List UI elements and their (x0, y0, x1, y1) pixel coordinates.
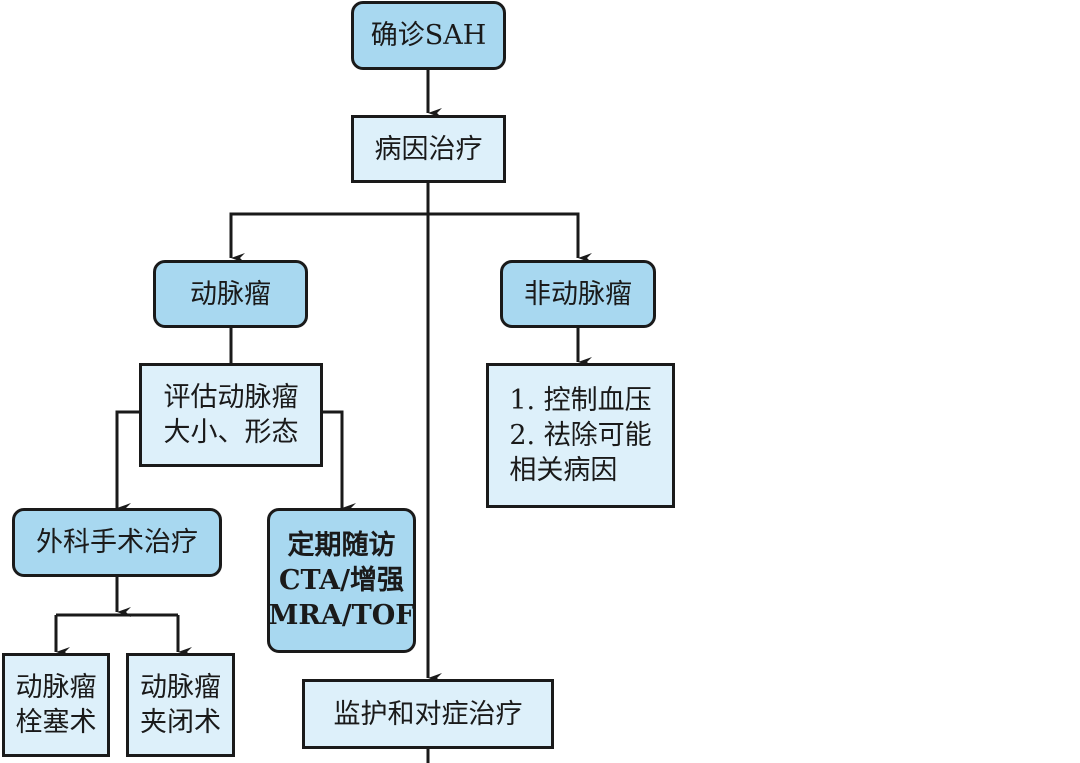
edge-etiology-aneurysm (229, 212, 428, 263)
node-label: 1. 控制血压 2. 祛除可能 相关病因 (509, 385, 652, 486)
node-clipping: 动脉瘤 夹闭术 (126, 653, 235, 757)
node-assess-aneurysm: 评估动脉瘤 大小、形态 (139, 363, 323, 467)
node-label: 评估动脉瘤 大小、形态 (163, 382, 299, 448)
edge-etiology-non-aneurysm (428, 212, 592, 263)
node-etiology-treatment: 病因治疗 (351, 115, 506, 183)
node-label: 监护和对症治疗 (333, 698, 523, 730)
edge-assess-surgery (115, 410, 140, 513)
node-label: 定期随访 CTA/增强 MRA/TOF (268, 530, 415, 631)
node-monitoring: 监护和对症治疗 (302, 679, 554, 749)
node-non-aneurysm: 非动脉瘤 (500, 260, 656, 328)
node-label: 非动脉瘤 (524, 278, 632, 310)
node-label: 外科手术治疗 (36, 527, 198, 558)
node-confirm-sah: 确诊SAH (351, 1, 506, 70)
node-surgical-treatment: 外科手术治疗 (12, 508, 222, 577)
edge-assess-followup (322, 410, 356, 513)
node-label: 确诊SAH (370, 20, 487, 51)
node-label: 动脉瘤 栓塞术 (15, 672, 97, 738)
node-embolization: 动脉瘤 栓塞术 (2, 653, 110, 757)
node-label: 动脉瘤 夹闭术 (140, 672, 221, 738)
node-non-aneurysm-steps: 1. 控制血压 2. 祛除可能 相关病因 (486, 363, 675, 508)
node-aneurysm: 动脉瘤 (153, 260, 308, 328)
node-label: 病因治疗 (374, 133, 483, 165)
node-label: 动脉瘤 (190, 278, 271, 310)
node-periodic-followup: 定期随访 CTA/增强 MRA/TOF (267, 508, 416, 653)
